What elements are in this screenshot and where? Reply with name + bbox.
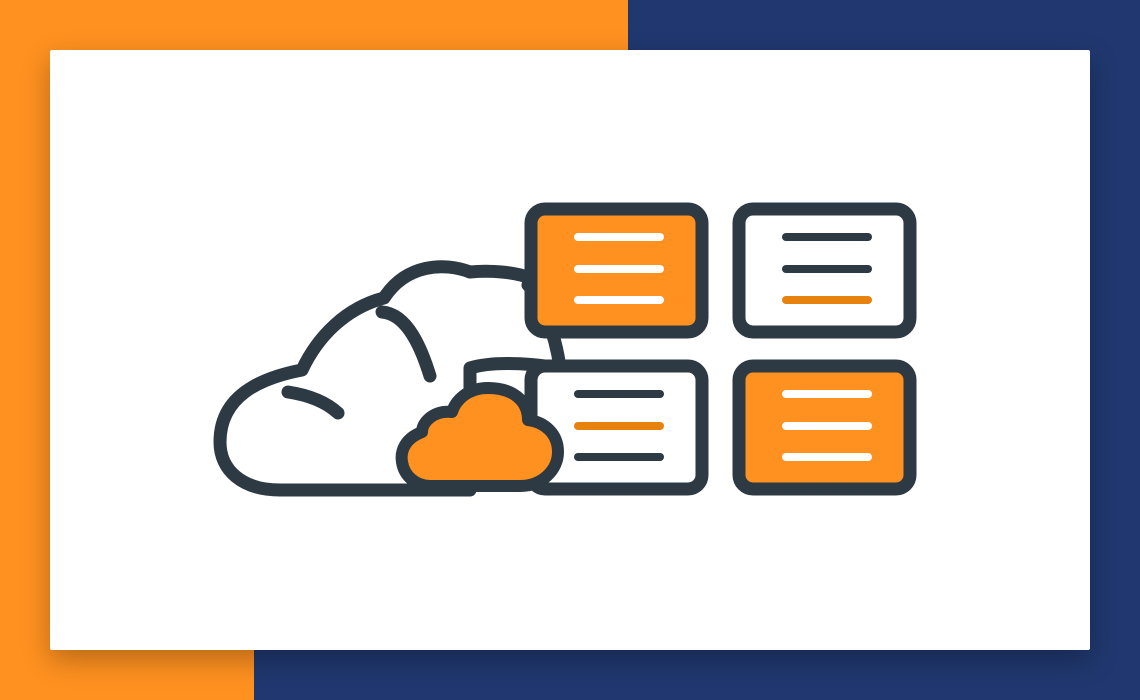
panel-top-right [732, 202, 917, 339]
cloud-storage-grid-icon [213, 202, 917, 497]
illustration-card [50, 50, 1090, 650]
small-cloud-icon [395, 382, 564, 492]
cloud-inner-arc-right [375, 305, 437, 383]
panel-top-left [524, 202, 709, 339]
cloud-inner-arc-left [281, 385, 345, 420]
panel-bottom-right [732, 359, 917, 496]
